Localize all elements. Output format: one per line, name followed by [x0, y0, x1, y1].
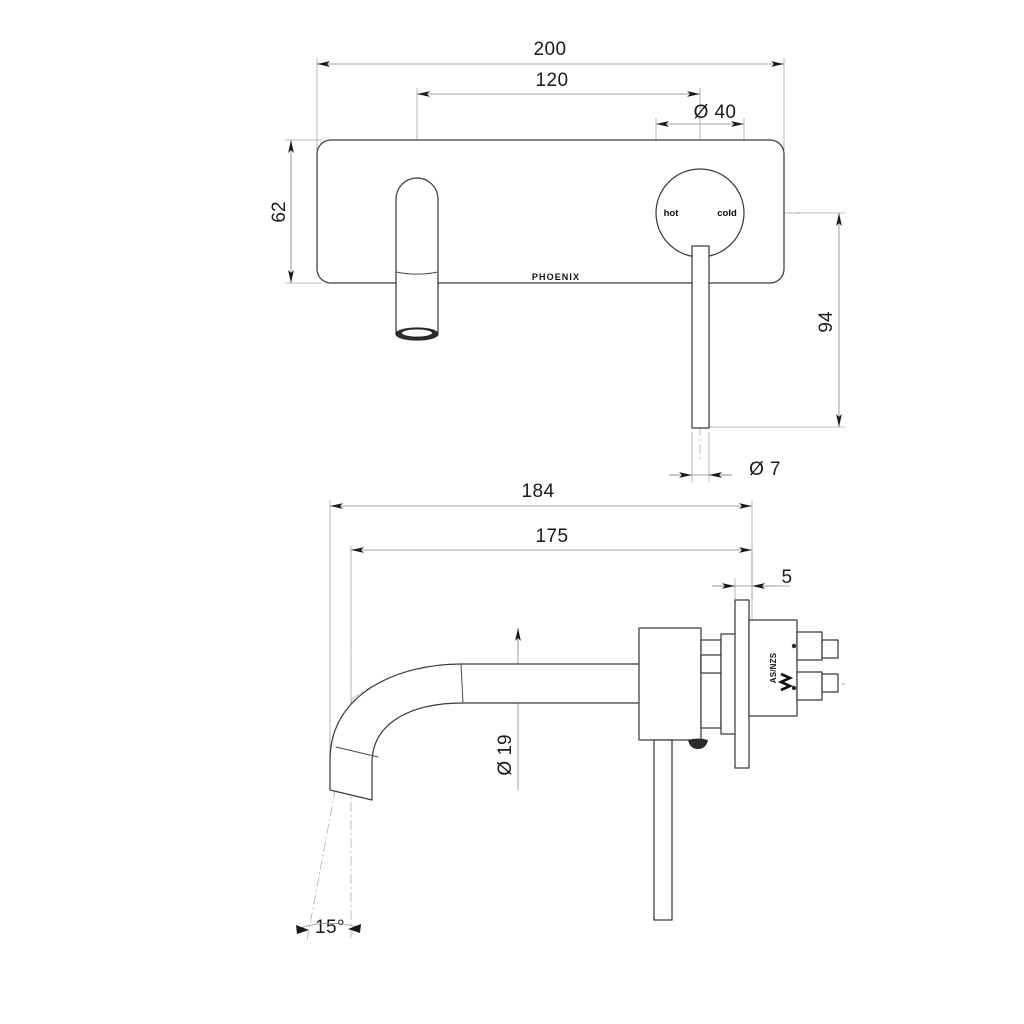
- spout-front: [395, 177, 439, 341]
- dim-plate-height-label: 62: [269, 201, 290, 222]
- dim-lever-dia-label: Ø 7: [749, 459, 781, 480]
- body-collar-notch: [700, 654, 722, 674]
- dim-overall-projection-label: 184: [522, 481, 555, 502]
- mixer-body-block: [638, 627, 702, 741]
- port-marker-top: [791, 643, 797, 649]
- body-grub-screw: [688, 738, 708, 749]
- dim-spout-projection-label: 175: [536, 526, 569, 547]
- hot-label: hot: [664, 208, 680, 219]
- dim-lever-length-label: 94: [816, 311, 837, 333]
- brand-logo-text: PHOENIX: [532, 272, 580, 282]
- side-dimension-lines: [330, 503, 790, 790]
- spout-side: [329, 663, 642, 801]
- handle-lever[interactable]: [691, 245, 710, 429]
- cold-label: cold: [717, 208, 737, 219]
- dim-outlet-angle-label: 15°: [315, 917, 345, 938]
- dim-handle-dia-label: Ø 40: [694, 102, 737, 123]
- port-marker-bottom: [791, 685, 797, 691]
- dim-spout-dia-label: Ø 19: [495, 734, 516, 775]
- inlet-fitting-top: [821, 639, 839, 659]
- mixer-handle-front[interactable]: [655, 168, 745, 429]
- side-elevation-view: 184 175 5 Ø 19 15°: [296, 481, 845, 941]
- front-dimension-lines: [288, 61, 842, 478]
- inlet-fitting-bottom: [821, 673, 839, 693]
- wall-flange[interactable]: [734, 599, 750, 769]
- body-collar-1: [700, 639, 722, 729]
- dim-plate-width-label: 200: [534, 39, 567, 60]
- valve-cartridge-housing: [748, 619, 798, 717]
- inlet-port-top: [796, 631, 823, 661]
- dim-spout-to-handle-label: 120: [536, 70, 569, 91]
- valve-body-side: [638, 599, 839, 769]
- watermark-wave-icon: [777, 672, 794, 692]
- watermark-certification-logo: AS/NZS: [769, 652, 794, 692]
- handle-lever-side[interactable]: [653, 739, 673, 921]
- front-elevation-view: 200 120 Ø 40 62 94 Ø 7: [269, 39, 845, 482]
- inlet-port-bottom: [796, 671, 823, 701]
- dim-flange-thickness-label: 5: [782, 567, 793, 588]
- watermark-label: AS/NZS: [769, 652, 778, 683]
